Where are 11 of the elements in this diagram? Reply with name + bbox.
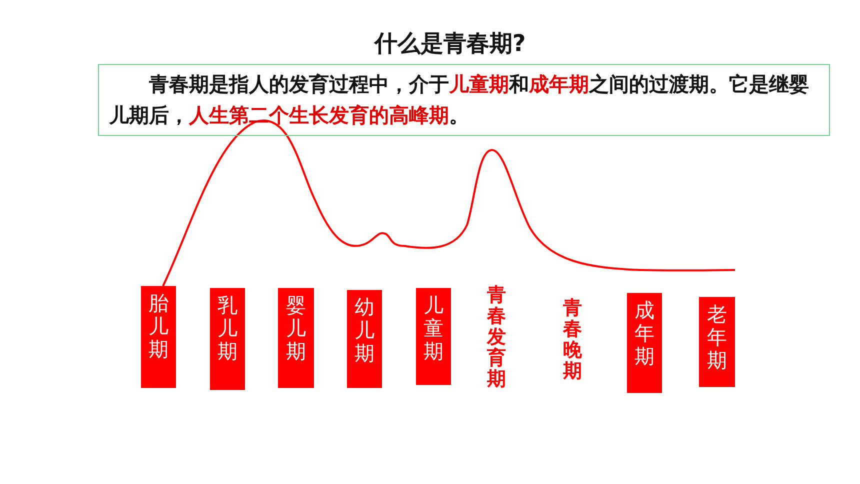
stage-text: 青春发育期 <box>487 285 506 390</box>
stage-label: 婴儿期 <box>278 288 314 388</box>
stage-label: 老年期 <box>699 297 735 387</box>
stage-label: 乳儿期 <box>210 288 245 390</box>
stage-label: 胎儿期 <box>141 286 176 388</box>
stage-label: 幼儿期 <box>347 290 382 388</box>
stage-label: 成年期 <box>627 293 662 393</box>
stage-label: 儿童期 <box>416 288 451 385</box>
definition-text-box: 青春期是指人的发育过程中，介于儿童期和成年期之间的过渡期。它是继婴儿期后，人生第二个生长发育的高峰期。 <box>98 64 830 136</box>
title: 什么是青春期? <box>372 30 527 59</box>
stage-text: 青春晚期 <box>563 298 582 382</box>
